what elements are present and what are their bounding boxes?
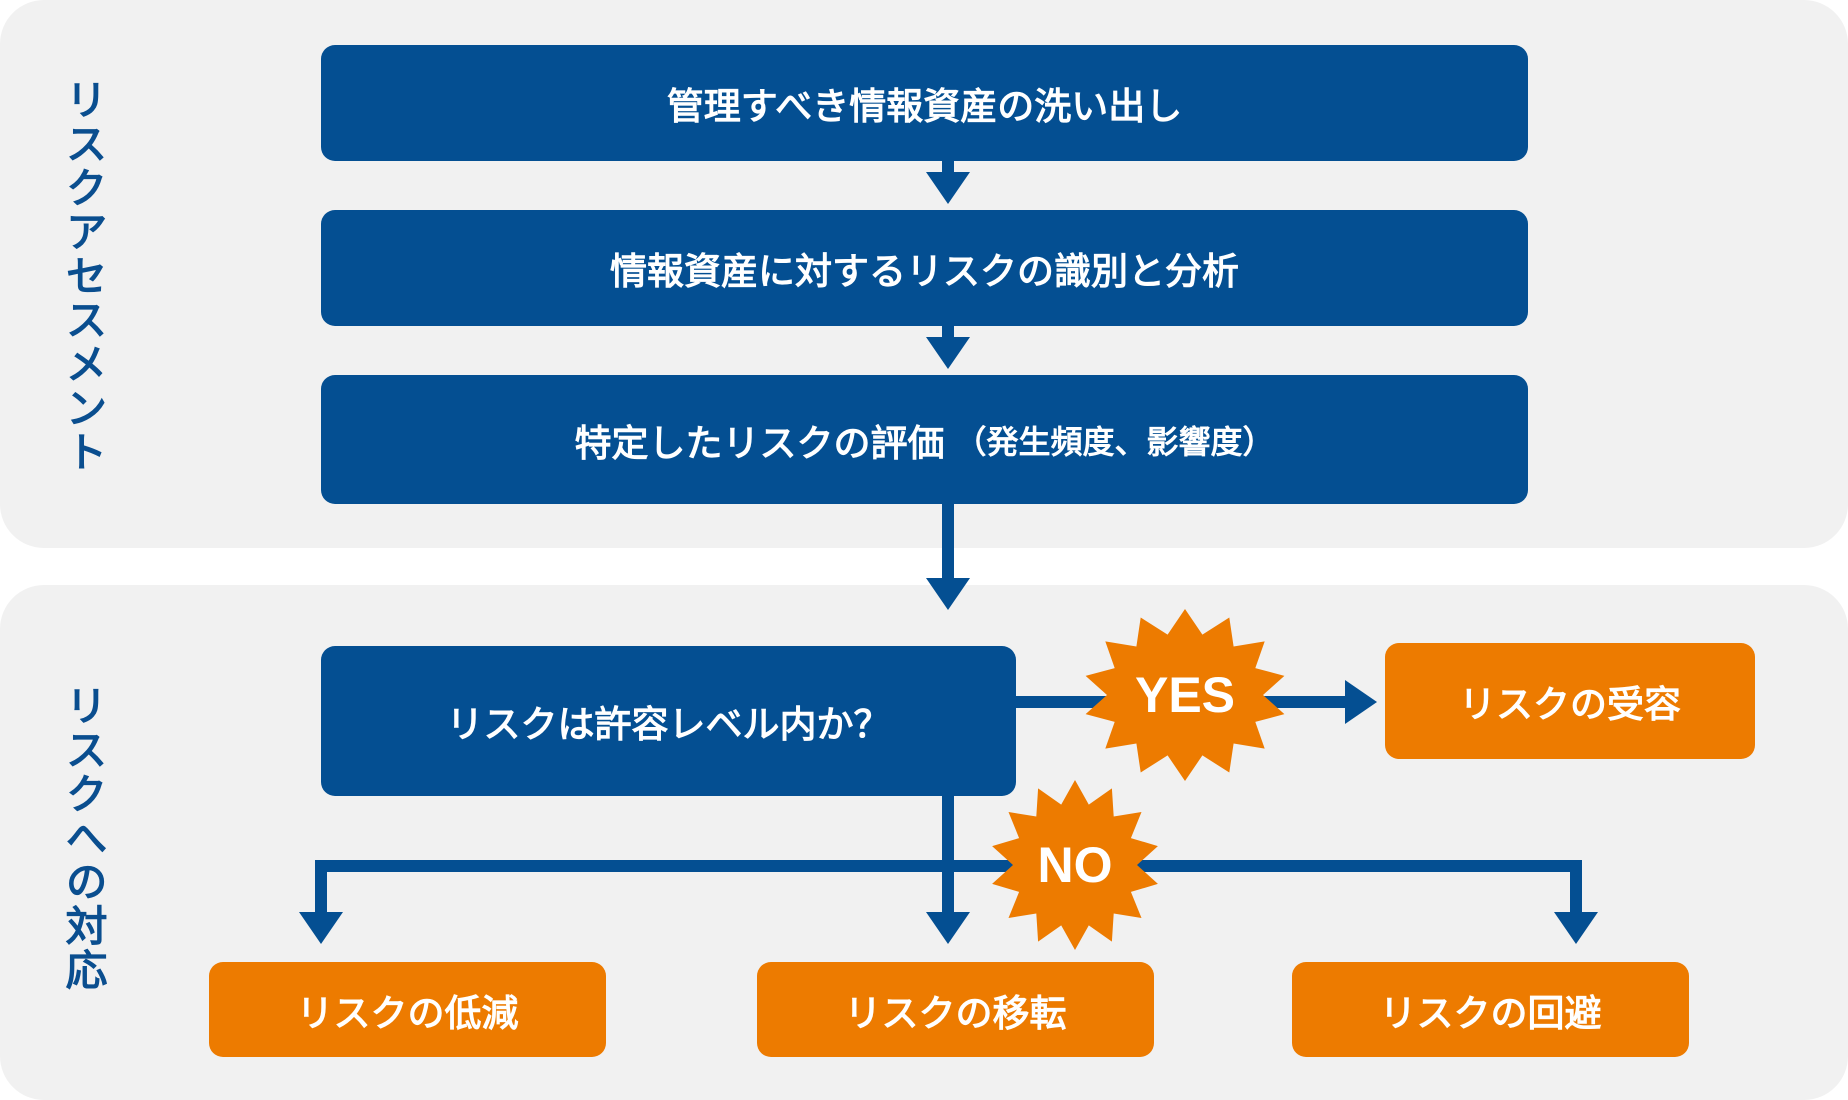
connector-line (942, 796, 954, 916)
risk-response-section-label: リスクへの対応 (59, 684, 108, 992)
outcome-risk-reduction: リスクの低減 (209, 962, 606, 1057)
yes-label: YES (1134, 667, 1236, 723)
step-inventory-label: 管理すべき情報資産の洗い出し (666, 85, 1183, 128)
outcome-avoid-label: リスクの回避 (1379, 991, 1602, 1035)
connector-line (942, 504, 954, 582)
connector-line (942, 326, 954, 338)
no-label: NO (1037, 837, 1113, 893)
connector-line (942, 161, 954, 173)
yes-starburst-icon (1085, 609, 1285, 781)
connector-line (315, 860, 327, 916)
step-identify-risks: 情報資産に対するリスクの識別と分析 (321, 210, 1528, 326)
arrowhead-down-icon (926, 172, 970, 204)
outcome-reduce-label: リスクの低減 (296, 991, 519, 1035)
arrowhead-down-icon (926, 912, 970, 944)
step-evaluate-note: （発生頻度、影響度） (954, 422, 1275, 461)
arrowhead-down-icon (1554, 912, 1598, 944)
arrowhead-down-icon (926, 337, 970, 369)
no-starburst-icon (992, 780, 1158, 950)
outcome-risk-transfer: リスクの移転 (757, 962, 1154, 1057)
outcome-transfer-label: リスクの移転 (844, 991, 1067, 1035)
decision-question: リスクは許容レベル内か？ (446, 703, 891, 746)
step-evaluate-risks: 特定したリスクの評価（発生頻度、影響度） (321, 375, 1528, 504)
outcome-accept-label: リスクの受容 (1459, 683, 1681, 726)
outcome-risk-avoidance: リスクの回避 (1292, 962, 1689, 1057)
connector-line (315, 860, 1582, 872)
arrowhead-right-icon (1345, 680, 1377, 724)
arrowhead-down-icon (299, 912, 343, 944)
connector-line (1570, 860, 1582, 916)
risk-assessment-section-label: リスクアセスメント (59, 78, 108, 474)
decision-acceptable-level: リスクは許容レベル内か？ (321, 646, 1016, 796)
step-evaluate-label: 特定したリスクの評価 (574, 421, 945, 465)
outcome-risk-acceptance: リスクの受容 (1385, 643, 1755, 759)
step-inventory-assets: 管理すべき情報資産の洗い出し (321, 45, 1528, 161)
step-identify-label: 情報資産に対するリスクの識別と分析 (610, 250, 1239, 293)
arrowhead-down-icon (926, 578, 970, 610)
